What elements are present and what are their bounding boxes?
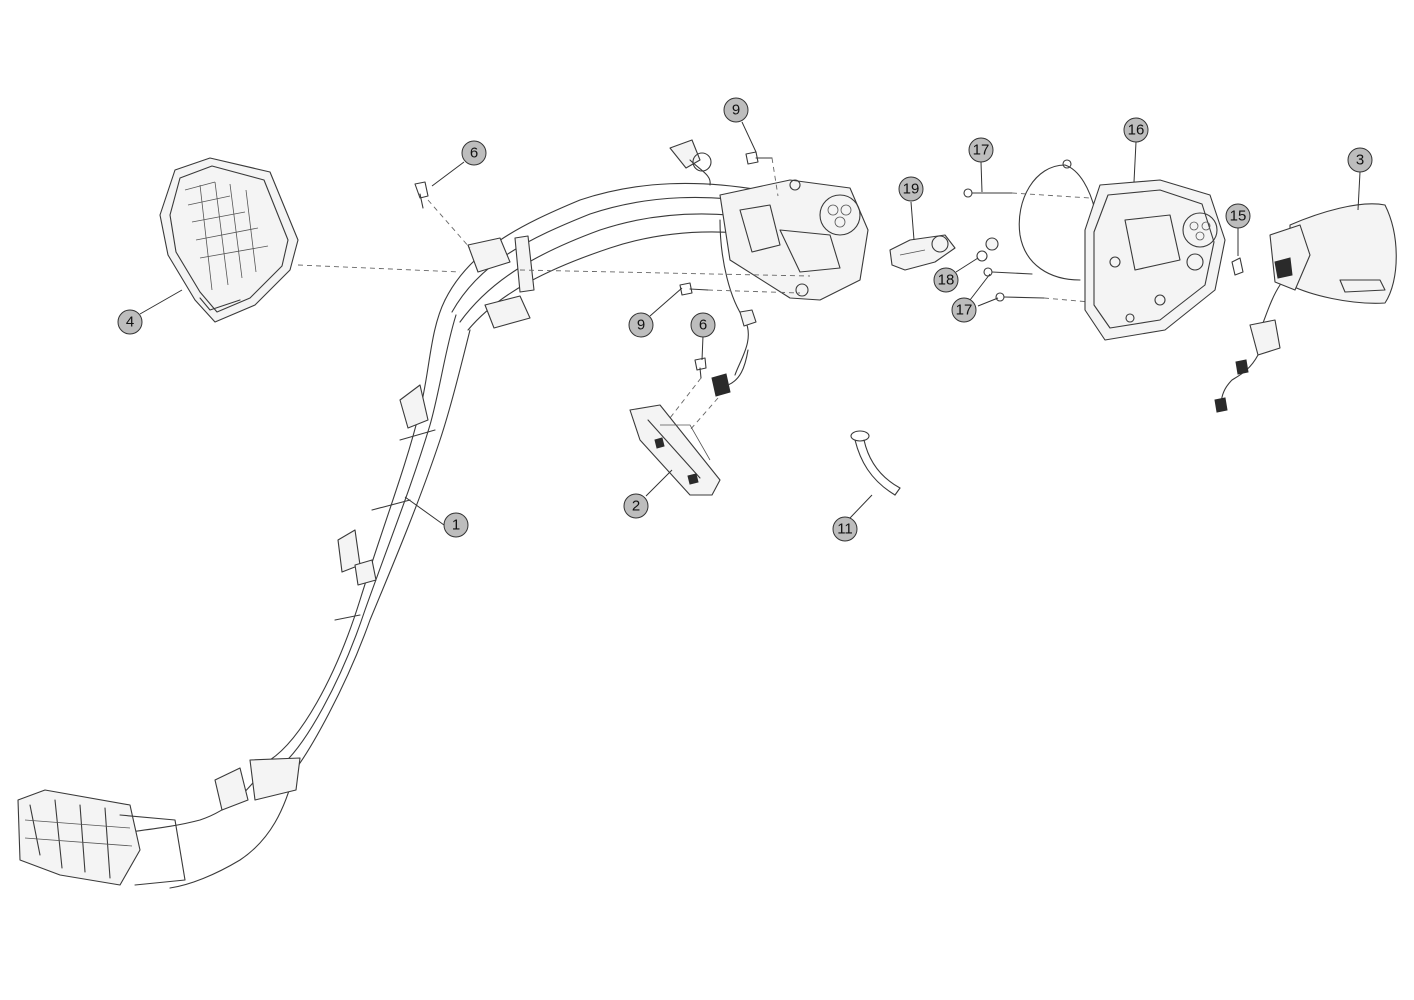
callout-2: 2	[623, 493, 649, 519]
callout-label: 19	[903, 181, 920, 198]
callout-label: 1	[452, 517, 460, 534]
leader-9-upper	[741, 121, 757, 153]
callout-9-upper: 9	[723, 97, 749, 123]
leader-19	[910, 201, 915, 241]
callout-label: 9	[732, 102, 740, 119]
guide-line-4	[297, 264, 461, 273]
part-19-latch-actuator	[889, 234, 956, 271]
callout-label: 17	[973, 142, 990, 159]
callout-label: 4	[126, 314, 134, 331]
part-3-charging-flap	[1214, 203, 1397, 413]
callout-9-lower: 9	[628, 312, 654, 338]
leader-4	[139, 289, 183, 315]
guide-line-6-upper	[427, 199, 471, 249]
leader-6-upper	[431, 161, 465, 187]
leader-3	[1357, 171, 1361, 211]
leader-9-lower	[649, 287, 683, 317]
callout-11: 11	[832, 516, 858, 542]
leader-17-bottom-b	[977, 297, 999, 307]
guide-line-9-lower	[707, 289, 801, 294]
part-17-bolt-top	[963, 188, 1013, 198]
part-4-bracket-cage	[159, 157, 299, 323]
callout-17-top: 17	[968, 137, 994, 163]
callout-16: 16	[1123, 117, 1149, 143]
callout-15: 15	[1225, 203, 1251, 229]
connector-plug	[711, 349, 749, 397]
callout-label: 11	[837, 521, 853, 538]
part-18-bolt	[976, 237, 999, 262]
callout-6-upper: 6	[461, 140, 487, 166]
callout-3: 3	[1347, 147, 1373, 173]
leader-11	[849, 494, 873, 519]
callout-label: 16	[1128, 122, 1145, 139]
leader-6-lower	[701, 335, 704, 361]
callout-label: 6	[470, 145, 478, 162]
part-11-drain-tube	[850, 430, 901, 496]
leader-18	[955, 257, 979, 273]
callout-19: 19	[898, 176, 924, 202]
actuator-cable-end	[1064, 164, 1096, 211]
part-15-clip	[1231, 257, 1244, 276]
charging-socket-assembly	[669, 139, 869, 376]
leader-lines	[139, 121, 1361, 526]
callout-1: 1	[443, 512, 469, 538]
callout-18: 18	[933, 267, 959, 293]
leader-17-top	[980, 161, 983, 193]
part-17-bolt-mid	[983, 267, 1033, 277]
leader-1	[404, 496, 445, 526]
part-6-screw-upper	[414, 181, 429, 209]
guide-line-9-upper	[771, 157, 779, 197]
part-9-screw-upper	[745, 151, 773, 165]
guide-line-6-lower	[669, 377, 702, 419]
callout-label: 3	[1356, 152, 1364, 169]
callout-label: 15	[1230, 208, 1247, 225]
leader-17-bottom-a	[969, 273, 991, 301]
part-16-port-housing	[1084, 179, 1226, 341]
guide-line-17-low	[1043, 297, 1091, 303]
actuator-cable-loop	[1018, 164, 1081, 281]
part-2-module-plate	[629, 404, 721, 496]
leader-16	[1133, 141, 1137, 183]
callout-label: 2	[632, 498, 640, 515]
part-1-charging-harness	[17, 182, 791, 889]
part-6-screw-lower	[694, 357, 707, 379]
callout-label: 18	[938, 272, 955, 289]
part-17-bolt-low	[995, 292, 1045, 302]
callout-6-lower: 6	[690, 312, 716, 338]
leader-2	[645, 469, 673, 497]
callout-4: 4	[117, 309, 143, 335]
part-9-screw-lower	[679, 282, 709, 296]
guide-line-connector	[689, 397, 719, 431]
callout-label: 9	[637, 317, 645, 334]
callout-17-bottom: 17	[951, 297, 977, 323]
callout-label: 17	[956, 302, 973, 319]
guide-line-socket	[519, 269, 811, 277]
callout-label: 6	[699, 317, 707, 334]
